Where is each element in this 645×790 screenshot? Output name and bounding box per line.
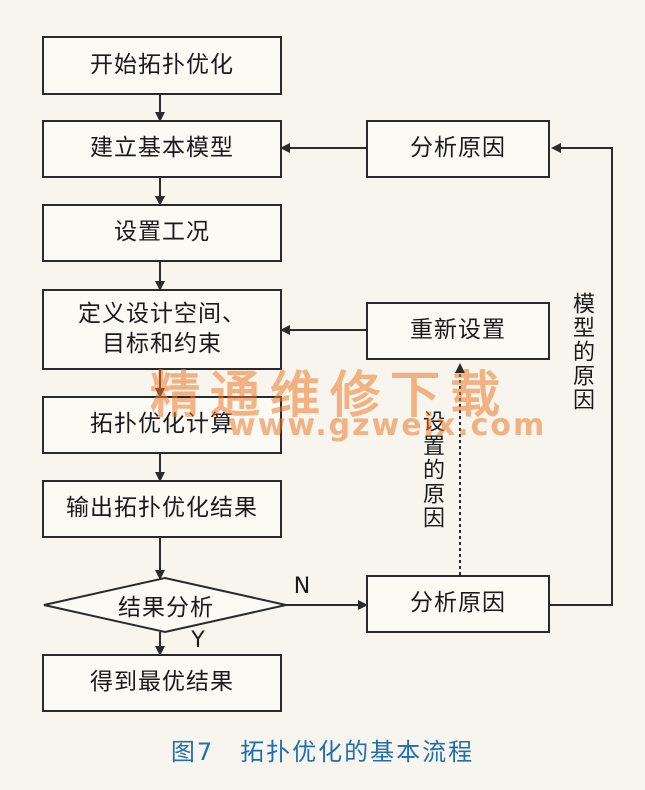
build-model-box: 建立基本模型 (42, 120, 282, 178)
define-box: 定义设计空间、 目标和约束 (42, 289, 282, 370)
arrow-model-reason-loop (550, 143, 613, 606)
final-box: 得到最优结果 (42, 654, 282, 712)
setting-reason-label: 设置的原因 (419, 410, 444, 530)
compute-box: 拓扑优化计算 (42, 396, 282, 454)
yes-label: Y (191, 627, 205, 653)
output-box: 输出拓扑优化结果 (42, 480, 282, 538)
start-box: 开始拓扑优化 (42, 36, 282, 95)
reset-box: 重新设置 (366, 302, 550, 360)
set-conditions-box: 设置工况 (42, 204, 282, 262)
figure-caption: 图7 拓扑优化的基本流程 (170, 738, 475, 766)
analyze-bottom-box: 分析原因 (366, 575, 550, 633)
no-label: N (293, 573, 311, 599)
model-reason-label: 模型的原因 (569, 292, 594, 412)
analyze-top-box: 分析原因 (366, 120, 550, 178)
decision-label: 结果分析 (118, 595, 214, 621)
